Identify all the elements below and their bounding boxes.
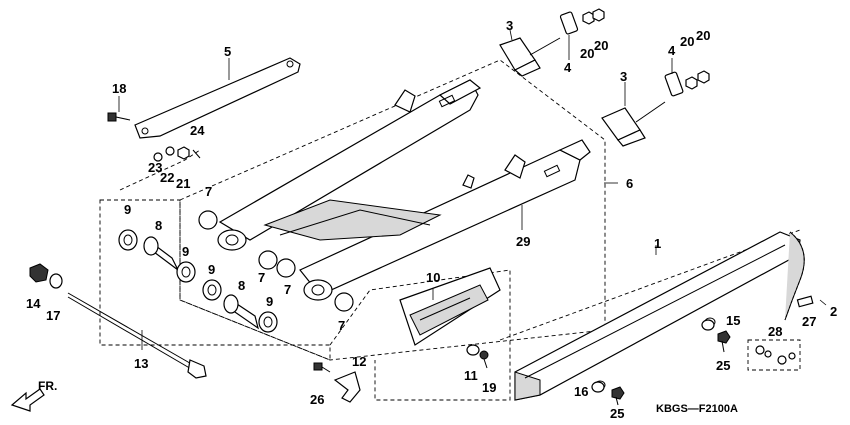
- callout-7: 7: [258, 270, 265, 285]
- callout-20: 20: [696, 28, 710, 43]
- callout-4: 4: [564, 60, 572, 75]
- callout-15: 15: [726, 313, 740, 328]
- diagram-code: KBGS—F2100A: [656, 403, 738, 415]
- callout-8: 8: [155, 218, 162, 233]
- link-group-outline: [119, 149, 201, 191]
- callout-8: 8: [238, 278, 245, 293]
- callout-7: 7: [284, 282, 291, 297]
- callout-20: 20: [594, 38, 608, 53]
- nut-20c: [685, 76, 698, 90]
- nut-20a: [582, 11, 595, 25]
- leader-lines: [118, 29, 827, 350]
- callout-21: 21: [176, 176, 190, 191]
- joint-group-box: [747, 339, 801, 371]
- callout-7: 7: [205, 184, 212, 199]
- slider-group-outline: [329, 269, 511, 401]
- callout-18: 18: [112, 81, 126, 96]
- callout-5: 5: [224, 44, 231, 59]
- callout-2: 2: [830, 304, 837, 319]
- callout-26: 26: [310, 392, 324, 407]
- chain-adjuster-lower: [601, 101, 666, 147]
- callout-7: 7: [338, 318, 345, 333]
- callout-27: 27: [802, 314, 816, 329]
- front-arrow-icon: [10, 388, 45, 412]
- hose-clip: [333, 371, 361, 403]
- callout-9: 9: [182, 244, 189, 259]
- link-bolt: [107, 112, 131, 122]
- pivot-nut: [29, 263, 49, 283]
- callout-13: 13: [134, 356, 148, 371]
- callout-12: 12: [352, 354, 366, 369]
- callout-29: 29: [516, 234, 530, 249]
- callout-11: 11: [464, 368, 478, 383]
- callout-3: 3: [620, 69, 627, 84]
- callout-20: 20: [680, 34, 694, 49]
- collar-15: [701, 319, 715, 331]
- pivot-washer: [49, 273, 63, 289]
- callout-25: 25: [610, 406, 624, 421]
- chain-slider: [399, 267, 501, 346]
- chain-case: [514, 231, 801, 401]
- adjuster-plate-upper: [559, 11, 579, 35]
- callout-23: 23: [148, 160, 162, 175]
- case-bolt-lower: [611, 386, 625, 406]
- dust-seal-9b: [176, 261, 196, 283]
- callout-9: 9: [124, 202, 131, 217]
- slider-washer: [466, 344, 480, 356]
- callout-1: 1: [654, 236, 661, 251]
- swingarm-group-outline: [179, 59, 606, 361]
- callout-25: 25: [716, 358, 730, 373]
- bearing-7b: [258, 250, 278, 270]
- callout-6: 6: [626, 176, 633, 191]
- nut-21: [177, 146, 190, 160]
- bearing-7d: [334, 292, 354, 312]
- chain-joint: [755, 345, 796, 365]
- callout-4: 4: [668, 43, 676, 58]
- washer-22: [165, 146, 175, 156]
- callout-10: 10: [426, 270, 440, 285]
- callout-28: 28: [768, 324, 782, 339]
- dust-seal-9a: [118, 229, 138, 251]
- bearing-7c: [276, 258, 296, 278]
- callout-19: 19: [482, 380, 496, 395]
- callout-9: 9: [266, 294, 273, 309]
- callout-24: 24: [190, 123, 205, 138]
- dust-seal-9d: [258, 311, 278, 333]
- nut-20d: [697, 70, 710, 84]
- case-bolt-upper: [717, 330, 731, 353]
- adjuster-plate-lower: [664, 71, 684, 97]
- dust-seal-9c: [202, 279, 222, 301]
- callout-17: 17: [46, 308, 60, 323]
- collar-16: [591, 381, 605, 393]
- washer-23: [153, 152, 163, 162]
- callout-20: 20: [580, 46, 594, 61]
- bearing-group-outline: [99, 199, 331, 361]
- bearing-7a: [198, 210, 218, 230]
- callout-22: 22: [160, 170, 174, 185]
- cotter-pin-24: [192, 149, 201, 159]
- drive-chain: [784, 231, 805, 321]
- callout-16: 16: [574, 384, 588, 399]
- collar-8b: [223, 294, 259, 330]
- torque-link: [134, 57, 301, 139]
- swingarm: [217, 79, 591, 301]
- nut-20b: [592, 8, 605, 22]
- chain-adjuster-upper: [499, 37, 561, 77]
- slider-screw: [479, 350, 489, 369]
- clip-bolt: [313, 362, 331, 373]
- pivot-bolt: [67, 292, 207, 379]
- callout-9: 9: [208, 262, 215, 277]
- front-label: FR.: [38, 379, 57, 393]
- callout-labels: 1 2 3 3 4 4 5 6 7 7 7 7 8 8 9 9 9 9 10 1…: [26, 18, 837, 421]
- callout-14: 14: [26, 296, 41, 311]
- callout-3: 3: [506, 18, 513, 33]
- collar-8a: [143, 236, 179, 271]
- chain-link-27: [796, 295, 814, 308]
